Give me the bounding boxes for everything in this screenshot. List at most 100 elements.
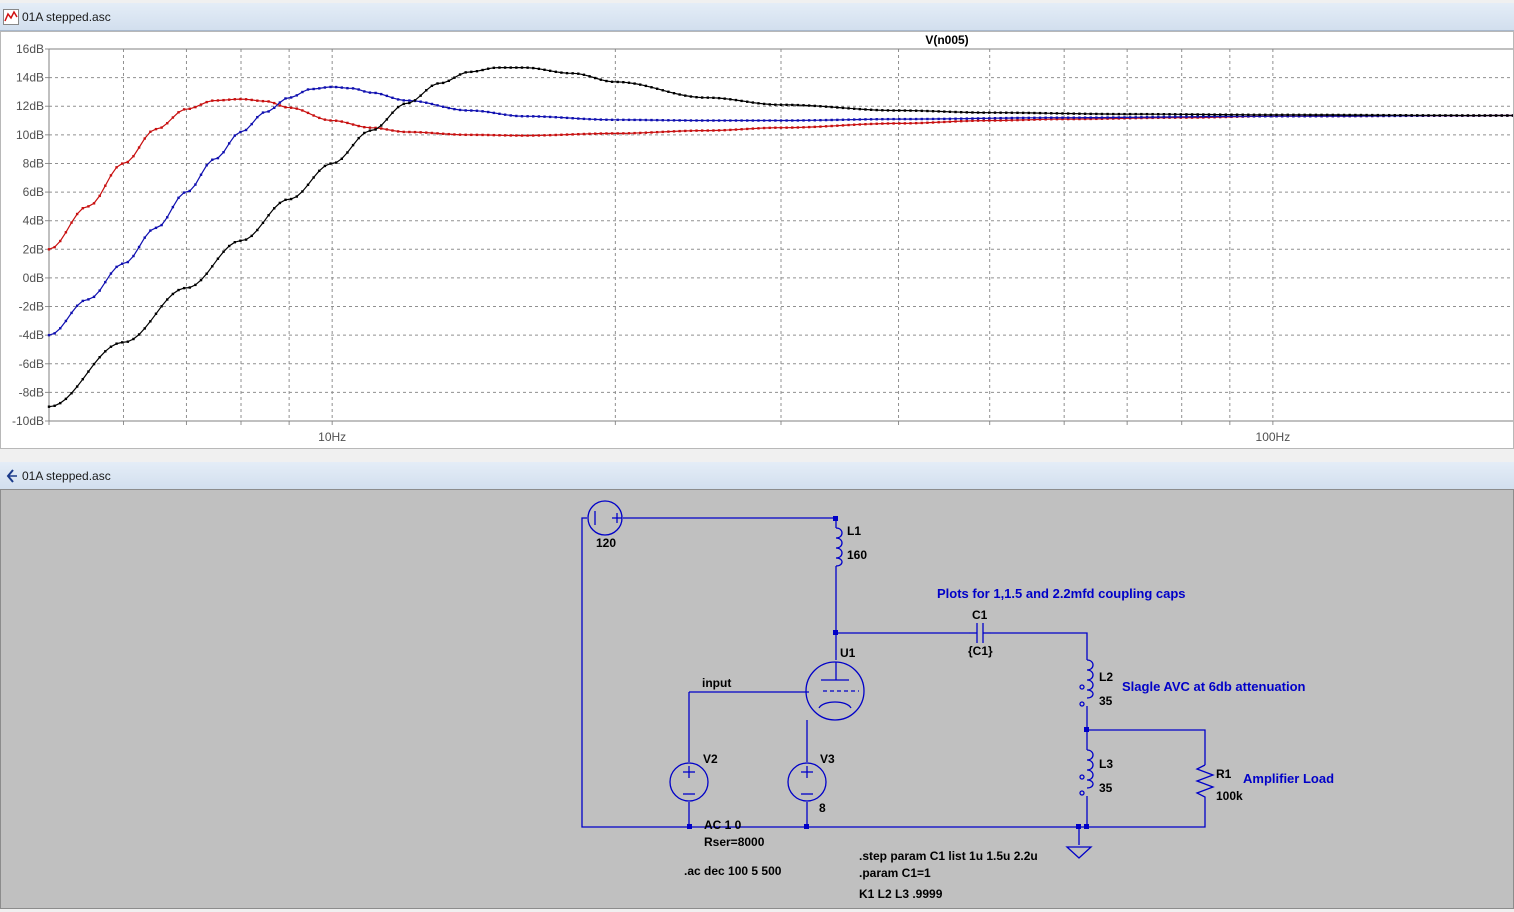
v3-voltage-source[interactable] (787, 762, 827, 802)
v2-voltage-source[interactable] (669, 762, 709, 802)
waveform-chart[interactable]: 16dB14dB12dB10dB8dB6dB4dB2dB0dB-2dB-4dB-… (1, 32, 1513, 448)
trace-point-c1_2u2 (1438, 114, 1441, 117)
l1-inductor[interactable] (835, 527, 843, 567)
trace-point-c1_2u2 (487, 67, 490, 70)
trace-point-c1_1u5 (667, 119, 670, 122)
trace-point-c1_1u (92, 202, 96, 205)
c1-capacitor[interactable] (969, 623, 991, 643)
schematic-window-titlebar[interactable]: 01A stepped.asc (0, 462, 1514, 490)
trace-point-c1_1u (256, 99, 259, 102)
trace-point-c1_1u (464, 133, 467, 137)
trace-point-c1_1u (526, 134, 529, 137)
trace-point-c1_1u (75, 212, 79, 216)
l1-name[interactable]: L1 (847, 524, 862, 538)
trace-point-c1_2u2 (633, 82, 636, 85)
trace-point-c1_2u2 (1303, 113, 1306, 117)
l3-inductor[interactable] (1079, 749, 1094, 796)
l2-name[interactable]: L2 (1099, 670, 1114, 684)
pane-splitter[interactable] (0, 449, 1514, 462)
trace-point-c1_1u5 (1202, 115, 1205, 118)
v2-name[interactable]: V2 (703, 752, 718, 766)
trace-point-c1_1u5 (1292, 115, 1295, 118)
trace-point-c1_1u (1061, 117, 1064, 121)
trace-point-c1_2u2 (734, 98, 738, 102)
trace-point-c1_1u5 (571, 117, 574, 120)
trace-point-c1_2u2 (532, 66, 535, 70)
directive-k[interactable]: K1 L2 L3 .9999 (859, 887, 943, 901)
r1-name[interactable]: R1 (1216, 767, 1232, 781)
comment-avc[interactable]: Slagle AVC at 6db attenuation (1122, 679, 1306, 694)
trace-point-c1_1u5 (149, 229, 152, 232)
comment-load[interactable]: Amplifier Load (1243, 771, 1335, 786)
trace-point-c1_2u2 (537, 67, 541, 71)
trace-point-c1_2u2 (520, 66, 524, 69)
trace-point-c1_2u2 (222, 250, 225, 253)
trace-point-c1_2u2 (695, 95, 698, 99)
r1-resistor[interactable] (1195, 764, 1215, 800)
trace-point-c1_2u2 (1100, 112, 1104, 116)
u1-name[interactable]: U1 (840, 646, 856, 660)
trace-point-c1_1u5 (943, 117, 946, 121)
v2-ac-value[interactable]: AC 1 0 (704, 818, 742, 832)
r1-value[interactable]: 100k (1216, 789, 1243, 803)
schematic-pane[interactable]: 120 L1 160 C1 {C1} U1 L2 35 L3 35 R1 100… (0, 489, 1514, 909)
trace-point-c1_2u2 (959, 110, 963, 114)
trace-point-c1_1u5 (368, 91, 372, 94)
l1-value[interactable]: 160 (847, 548, 868, 562)
trace-point-c1_1u5 (717, 119, 721, 122)
trace-point-c1_2u2 (441, 81, 445, 85)
c1-name[interactable]: C1 (972, 608, 988, 622)
trace-point-c1_1u (898, 122, 901, 125)
trace-point-c1_1u5 (1179, 115, 1182, 119)
trace-point-c1_1u (582, 132, 586, 136)
trace-point-c1_2u2 (239, 239, 242, 242)
schematic-drawing[interactable] (1, 490, 1513, 908)
trace-point-c1_1u5 (926, 117, 929, 121)
c1-value[interactable]: {C1} (968, 644, 993, 658)
trace-point-c1_2u2 (627, 81, 631, 84)
v1-voltage-source[interactable] (587, 500, 623, 536)
plot-window-titlebar[interactable]: 01A stepped.asc (0, 3, 1514, 31)
trace-point-c1_1u5 (1325, 114, 1329, 118)
trace-point-c1_1u5 (284, 97, 287, 100)
v1-value[interactable]: 120 (596, 536, 617, 550)
v3-value[interactable]: 8 (819, 801, 826, 815)
trace-point-c1_2u2 (1320, 113, 1323, 117)
directive-param[interactable]: .param C1=1 (859, 866, 931, 880)
trace-point-c1_1u5 (920, 117, 923, 121)
comment-plots[interactable]: Plots for 1,1.5 and 2.2mfd coupling caps (937, 586, 1186, 601)
trace-point-c1_2u2 (132, 337, 135, 341)
trace-point-c1_2u2 (869, 108, 873, 111)
trace-point-c1_2u2 (284, 198, 287, 202)
trace-point-c1_1u5 (729, 119, 732, 122)
v2-rser-value[interactable]: Rser=8000 (704, 835, 765, 849)
trace-point-c1_1u5 (59, 327, 62, 330)
trace-label[interactable]: V(n005) (925, 33, 968, 47)
l2-value[interactable]: 35 (1099, 694, 1113, 708)
v3-name[interactable]: V3 (820, 752, 835, 766)
l3-value[interactable]: 35 (1099, 781, 1113, 795)
trace-point-c1_1u (740, 128, 743, 131)
u1-triode-tube[interactable] (805, 661, 865, 721)
l3-name[interactable]: L3 (1099, 757, 1114, 771)
directive-step[interactable]: .step param C1 list 1u 1.5u 2.2u (859, 849, 1038, 863)
trace-point-c1_1u (757, 127, 760, 130)
trace-point-c1_1u5 (836, 118, 839, 122)
directive-ac[interactable]: .ac dec 100 5 500 (684, 864, 782, 878)
trace-point-c1_1u5 (1331, 114, 1335, 118)
trace-point-c1_2u2 (1151, 112, 1154, 116)
trace-point-c1_1u5 (1033, 116, 1036, 119)
trace-point-c1_1u5 (853, 118, 856, 121)
trace-point-c1_1u5 (751, 119, 755, 122)
trace-point-c1_1u5 (1196, 115, 1199, 118)
trace-point-c1_2u2 (841, 106, 845, 110)
y-tick-label: 2dB (23, 242, 44, 256)
net-label-input[interactable]: input (702, 676, 732, 690)
trace-point-c1_1u (177, 111, 180, 114)
trace-point-c1_2u2 (1500, 114, 1503, 117)
trace-point-c1_1u (1016, 118, 1019, 122)
trace-point-c1_1u (430, 131, 434, 135)
trace-point-c1_2u2 (1297, 113, 1301, 117)
l2-inductor[interactable] (1079, 659, 1094, 707)
